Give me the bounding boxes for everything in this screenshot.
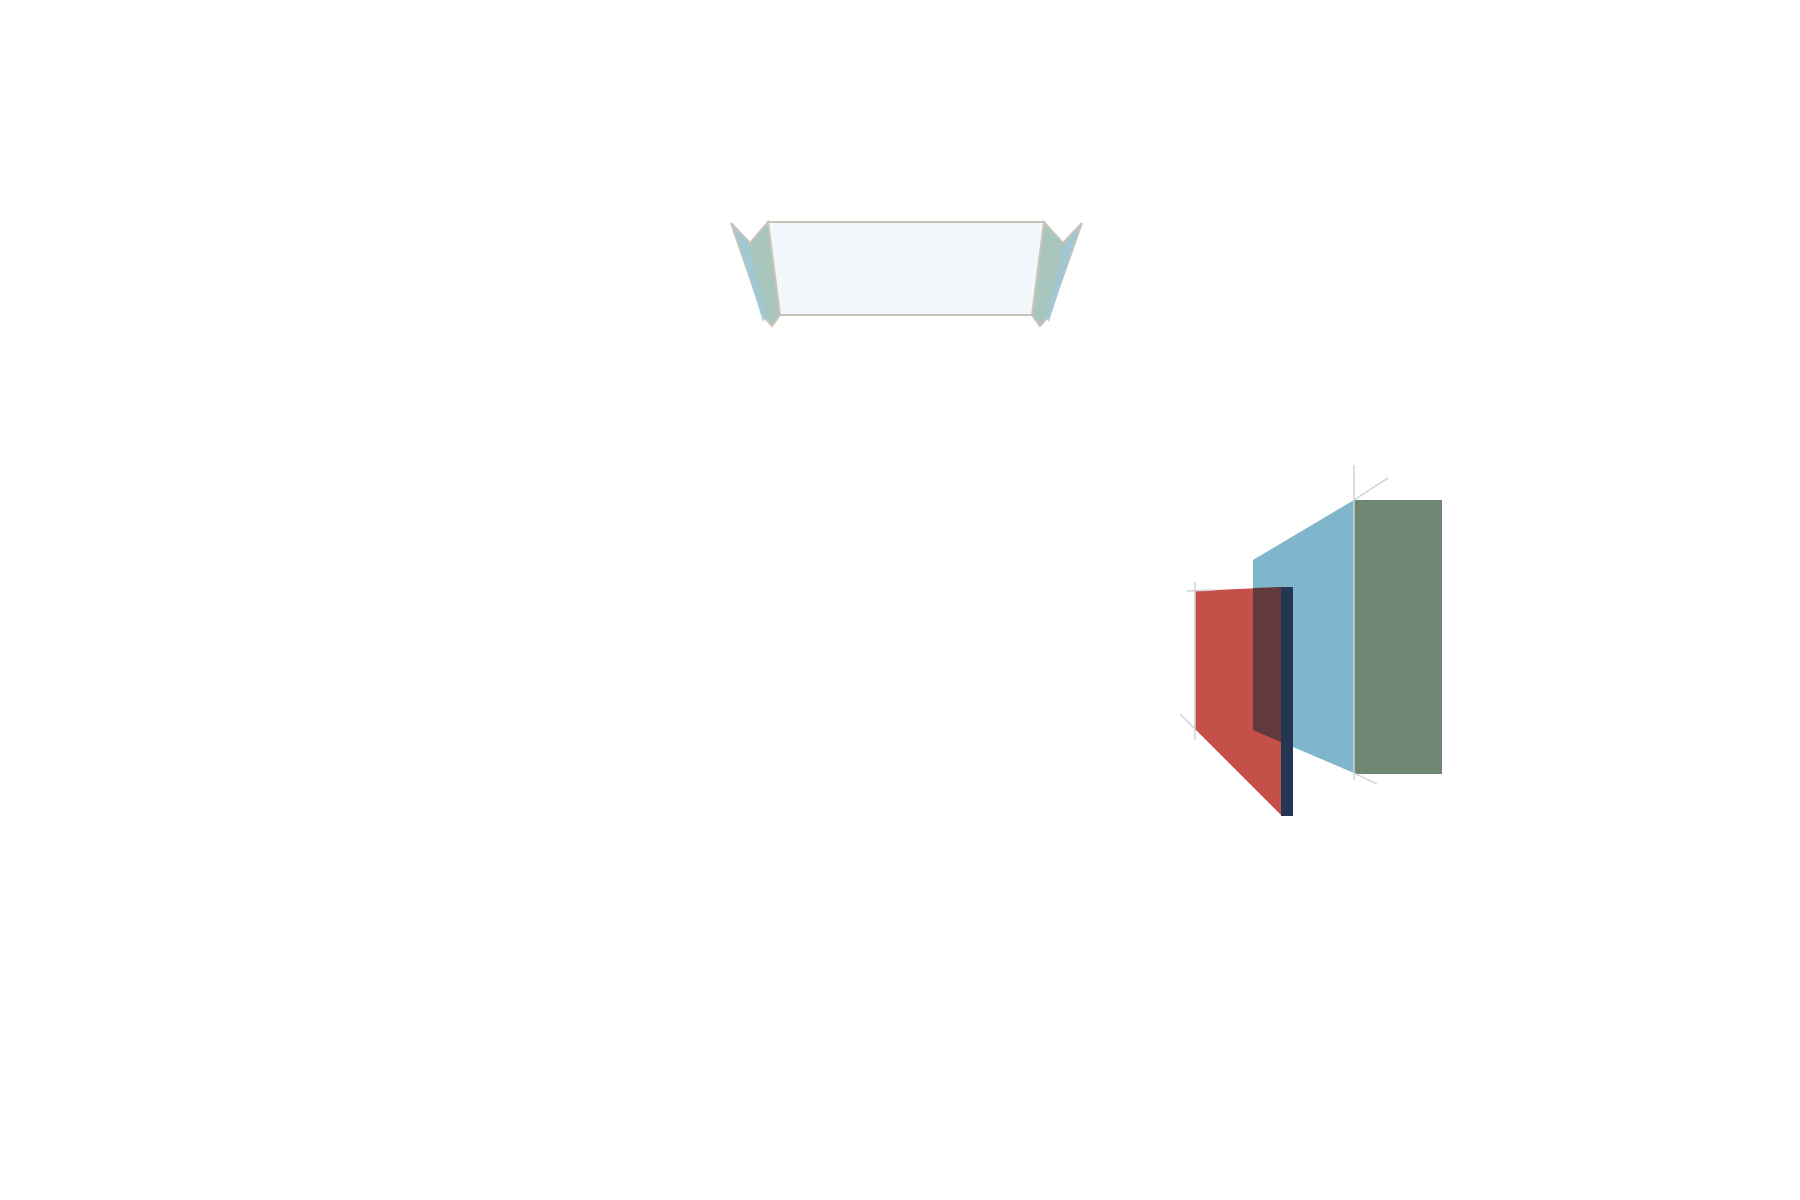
guide-lines (1179, 465, 1389, 785)
layered-panels-group (1179, 465, 1442, 816)
trapezoid-panel-group (730, 219, 1083, 328)
dark-strip (1281, 587, 1293, 816)
right-flap-tint (1046, 227, 1079, 322)
overlap-region (1253, 587, 1281, 742)
green-panel (1354, 500, 1442, 774)
guide-line (1353, 772, 1378, 785)
left-flap-tint (734, 227, 766, 322)
guide-line (1179, 713, 1196, 730)
guide-line (1186, 589, 1216, 592)
guide-line (1353, 477, 1389, 501)
trapezoid-panel (766, 221, 1046, 316)
